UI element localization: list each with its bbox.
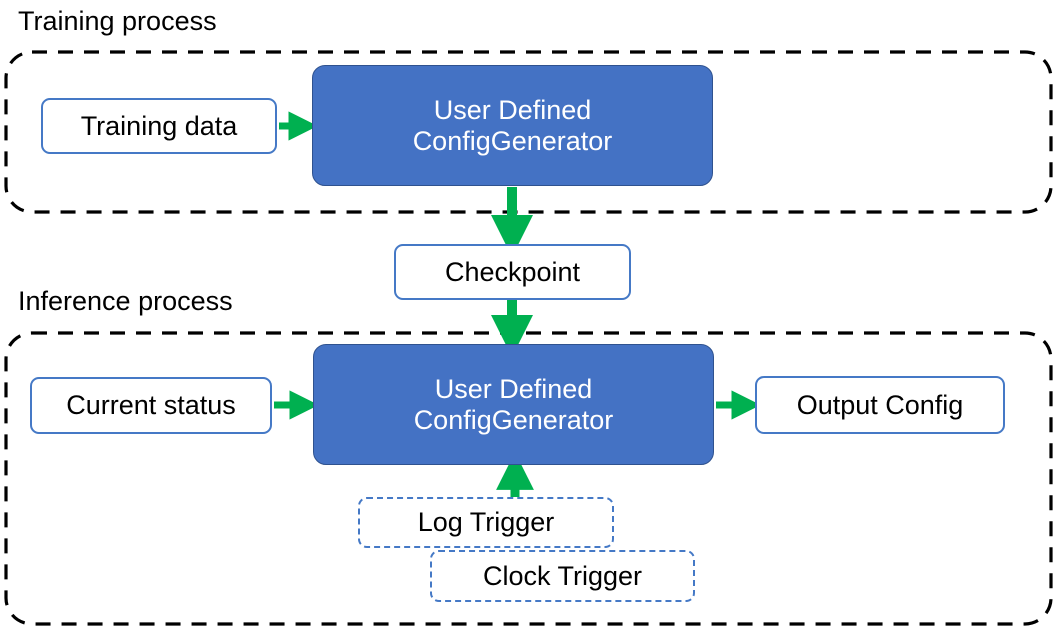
node-training-config-generator[interactable]: User Defined ConfigGenerator: [312, 65, 713, 186]
node-training-data-label: Training data: [80, 110, 238, 141]
node-clock-trigger[interactable]: Clock Trigger: [430, 550, 695, 602]
node-output-config[interactable]: Output Config: [755, 376, 1005, 434]
node-inference-config-generator[interactable]: User Defined ConfigGenerator: [313, 344, 714, 465]
node-checkpoint[interactable]: Checkpoint: [394, 244, 631, 300]
training-group-outline: [4, 50, 1053, 214]
node-training-config-generator-line2: ConfigGenerator: [412, 125, 613, 156]
node-inference-config-generator-line1: User Defined: [434, 374, 593, 405]
node-clock-trigger-label: Clock Trigger: [482, 560, 643, 591]
node-checkpoint-label: Checkpoint: [444, 256, 581, 287]
node-training-data[interactable]: Training data: [41, 98, 277, 154]
node-training-config-generator-line1: User Defined: [433, 95, 592, 126]
node-log-trigger[interactable]: Log Trigger: [358, 497, 614, 548]
node-current-status[interactable]: Current status: [30, 377, 272, 434]
node-output-config-label: Output Config: [796, 389, 964, 420]
inference-process-title: Inference process: [18, 286, 233, 316]
node-current-status-label: Current status: [66, 390, 236, 421]
node-log-trigger-label: Log Trigger: [417, 507, 555, 538]
node-inference-config-generator-line2: ConfigGenerator: [413, 404, 614, 435]
training-process-title: Training process: [18, 6, 217, 36]
